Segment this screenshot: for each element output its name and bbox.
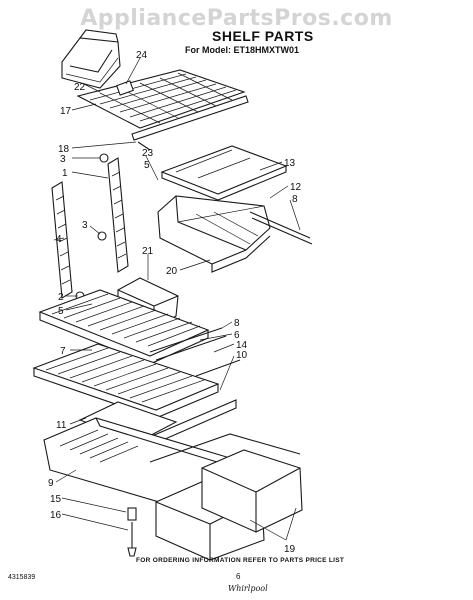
shelf-trim-part [149,327,227,361]
crisper-cover-part [160,145,288,201]
callout-label: 14 [236,340,248,351]
callout-label: 12 [290,182,302,193]
callout-label: 3 [82,220,88,231]
callout-label: 22 [74,82,86,93]
callout-label: 6 [234,330,240,341]
shelf-trim-part [195,359,241,377]
leveler-part [127,507,137,557]
callout-label: 21 [142,246,154,257]
callout-label: 3 [60,154,66,165]
callout-label: 11 [56,420,67,431]
callout-label: 2 [58,292,64,303]
bottom-drawer-right-part [201,449,303,533]
page-title: SHELF PARTS [212,28,314,44]
callout-label: 17 [60,106,72,117]
drawer-rail-part [249,211,313,245]
document-code: 4315839 [8,574,36,581]
callout-label: 5 [144,160,150,171]
callout-label: 18 [58,144,70,155]
callout-label: 7 [60,346,66,357]
callout-label: 20 [166,266,178,277]
callout-label: 23 [142,148,154,159]
callout-label: 8 [292,194,298,205]
callout-label: 4 [56,234,62,245]
callout-label: 10 [236,350,248,361]
bracket-part [99,153,109,163]
door-bin-part [61,29,121,89]
callout-leaders [53,57,301,541]
ordering-note: FOR ORDERING INFORMATION REFER TO PARTS … [136,557,345,564]
callout-label: 15 [50,494,62,505]
wire-shelf-part [76,69,249,141]
callout-label: 5 [58,306,64,317]
callout-label: 24 [136,50,148,61]
model-number: For Model: ET18HMXTW01 [185,45,300,55]
crisper-drawer-part [157,195,271,273]
callout-label: 9 [48,478,54,489]
side-ladder-left-part [51,181,73,299]
watermark: AppliancePartsPros.com [80,6,393,31]
callout-label: 16 [50,510,62,521]
clip-part [116,80,134,96]
callout-label: 19 [284,544,296,555]
spacer-part [137,141,151,151]
callout-label: 8 [234,318,240,329]
callout-label: 13 [284,158,296,169]
callout-label: 1 [62,168,68,179]
brand-signature: Whirlpool [228,584,268,593]
side-ladder-right-part [107,157,129,273]
page-number: 6 [236,572,241,581]
